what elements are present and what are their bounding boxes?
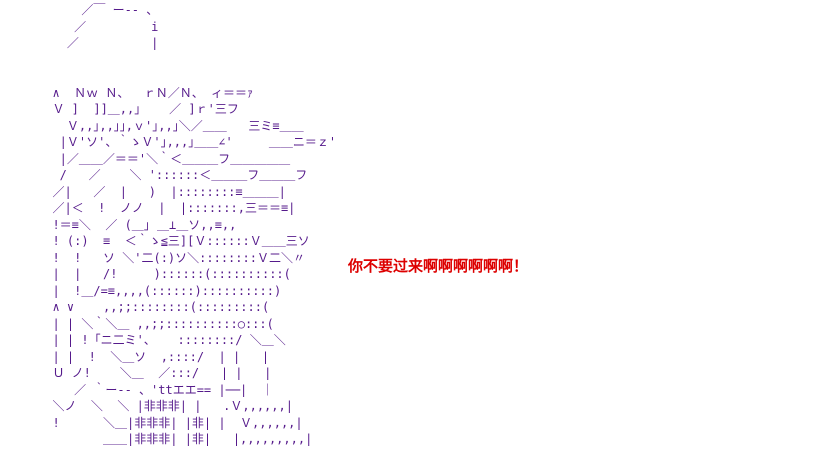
speech-text: 你不要过来啊啊啊啊啊啊！ bbox=[348, 257, 529, 275]
ascii-art: ／￣ ー-- 、 ／ i ／ | ∧ Ｎｗ Ｎ、 ｒＮ／Ｎ、 ィ＝＝ｧ Ｖ ] … bbox=[52, 3, 337, 446]
